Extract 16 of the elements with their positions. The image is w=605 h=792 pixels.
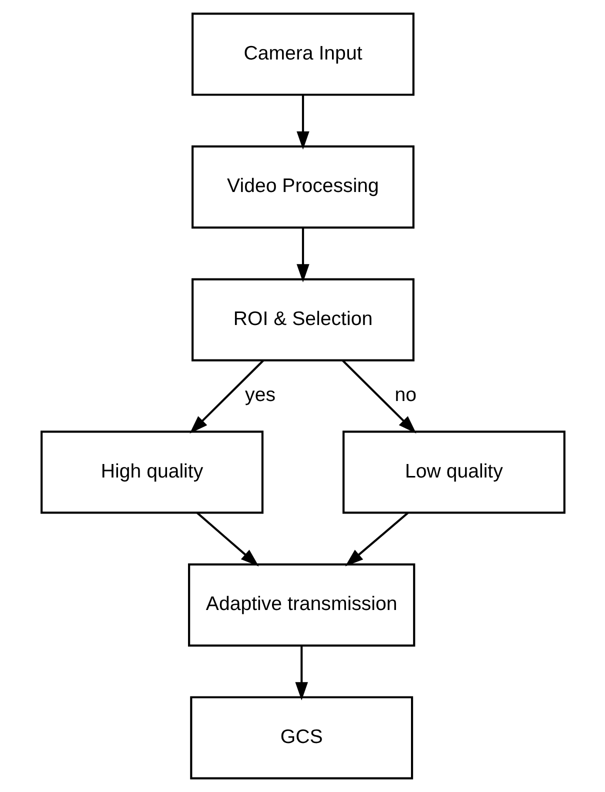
edge-label: yes — [244, 384, 276, 406]
arrow — [296, 94, 309, 150]
arrow — [296, 228, 309, 282]
node-box: Video Processing — [191, 145, 414, 229]
arrow — [344, 512, 408, 566]
node-box: Adaptive transmission — [188, 563, 415, 647]
node-box: GCS — [190, 696, 413, 780]
edge-label: no — [394, 384, 416, 406]
arrow — [196, 512, 258, 566]
arrow — [341, 360, 416, 434]
node-box: Camera Input — [191, 12, 414, 96]
arrow — [189, 360, 264, 434]
node-box: ROI & Selection — [191, 278, 414, 362]
arrow — [294, 646, 308, 700]
node-box: Low quality — [342, 430, 565, 514]
node-box: High quality — [40, 430, 263, 514]
